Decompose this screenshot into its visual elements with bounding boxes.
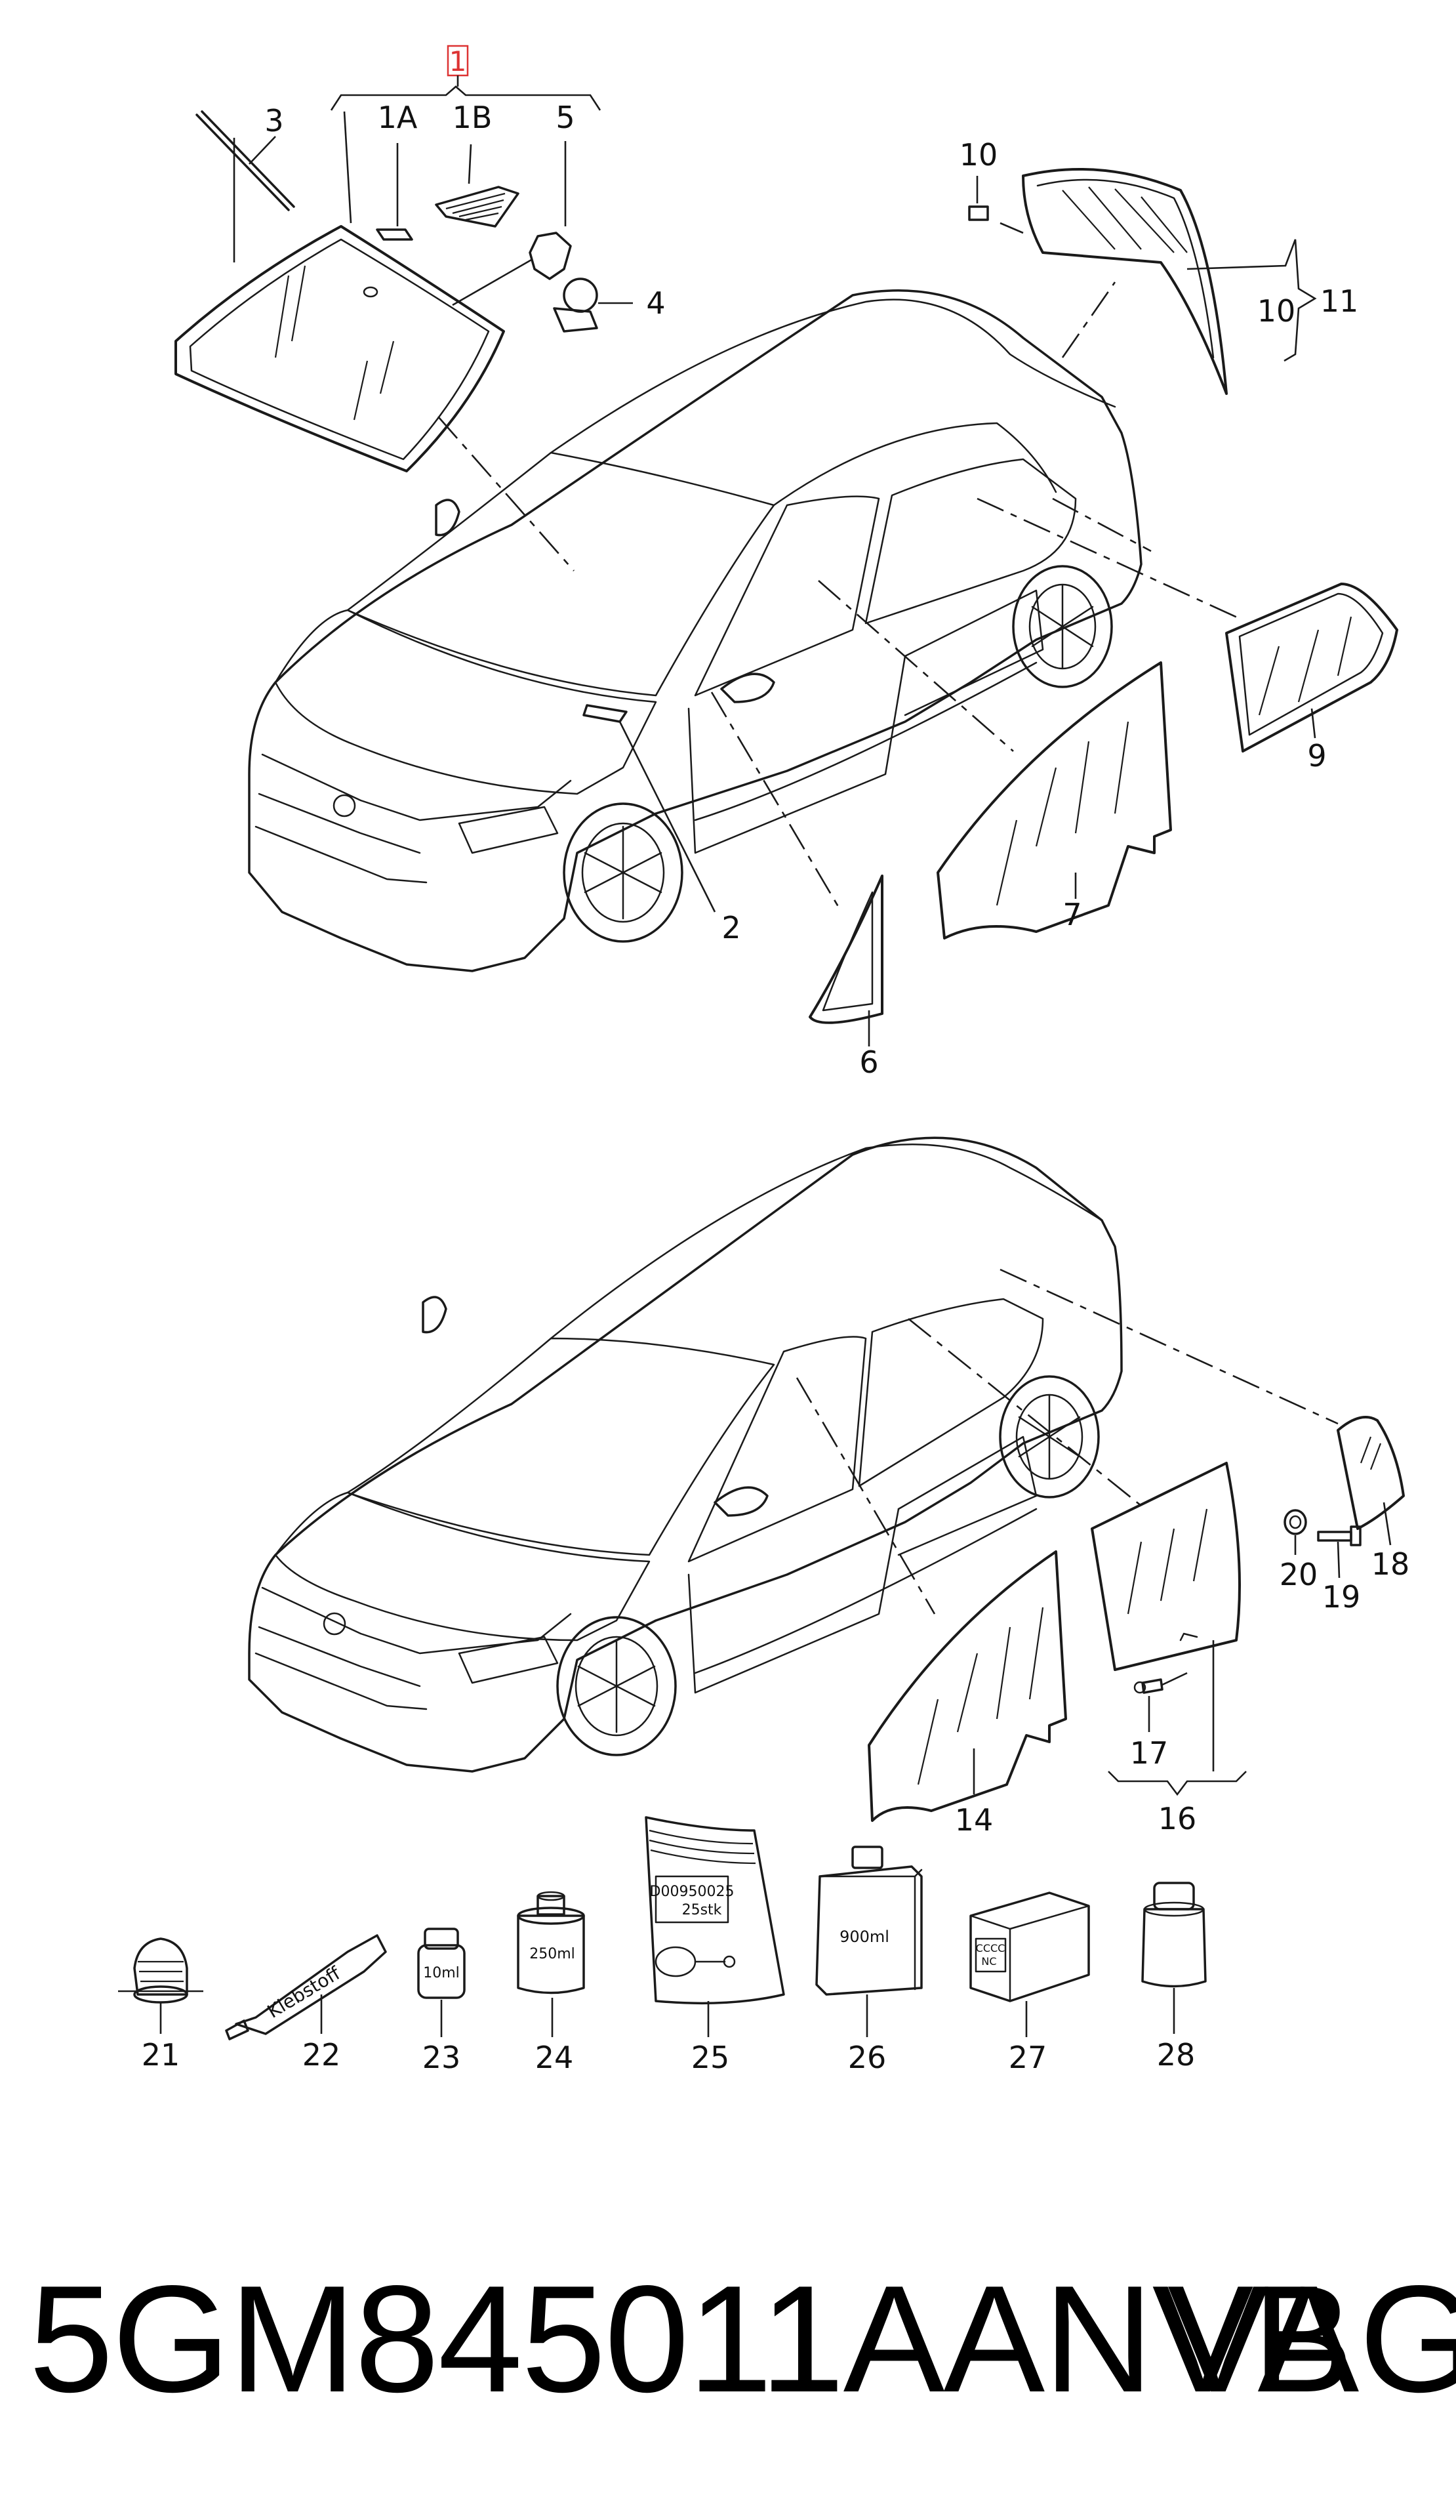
callout-10a: 10 (960, 137, 998, 173)
callout-5: 5 (556, 100, 575, 135)
callout-28: 28 (1157, 2037, 1196, 2073)
callout-2: 2 (721, 910, 740, 945)
rear-window (1022, 167, 1228, 395)
callout-18: 18 (1371, 1546, 1410, 1582)
callout-21: 21 (142, 2037, 180, 2073)
callout-26: 26 (848, 2040, 887, 2075)
box-27: CCCC NC 27 (969, 1891, 1090, 2075)
callout-20: 20 (1280, 1557, 1318, 1592)
callout-10b: 10 (1257, 293, 1296, 329)
callout-4: 4 (646, 285, 665, 321)
callout-6: 6 (859, 1044, 878, 1080)
callout-27: 27 (1009, 2040, 1047, 2075)
callout-23: 23 (422, 2040, 461, 2075)
callout-22: 22 (302, 2037, 341, 2073)
top-car-callouts: 2 6 7 9 (618, 497, 1398, 1080)
jar-28: 28 (1141, 1882, 1207, 2073)
box-label-line1: CCCC (976, 1942, 1005, 1954)
car-top-view (248, 289, 1143, 972)
callout-3: 3 (264, 103, 283, 138)
windscreen (174, 225, 505, 472)
callout-1B: 1B (453, 100, 493, 135)
callout-24: 24 (535, 2040, 574, 2075)
brand-label: VAG (1167, 2254, 1456, 2424)
car-bottom-view (248, 1136, 1123, 1773)
vial-23: 10ml 23 (417, 1928, 466, 2075)
quarter-glass-front (809, 875, 883, 1024)
rear-quarter-glass-bottom (1337, 1416, 1405, 1530)
bottle-label: 900ml (839, 1928, 889, 1946)
bottom-car-callouts: 14 16 17 18 19 20 (796, 1268, 1410, 1838)
bag-25: D00950025 25stk 25 (645, 1816, 785, 2075)
group-label: 1 (449, 45, 467, 77)
rear-window-group: 10 10 11 (960, 137, 1359, 395)
callout-19: 19 (1322, 1579, 1361, 1615)
callout-1A: 1A (378, 100, 418, 135)
callout-17: 17 (1130, 1735, 1169, 1771)
bag-label-line2: 25stk (682, 1902, 722, 1918)
callout-7: 7 (1062, 897, 1082, 932)
rear-door-glass (1091, 1462, 1241, 1671)
bottle-26: 900ml 26 (815, 1846, 923, 2075)
front-door-glass (937, 661, 1172, 940)
callout-9: 9 (1307, 738, 1326, 774)
callout-16: 16 (1158, 1801, 1197, 1836)
spacer-21: 21 (118, 1937, 203, 2073)
part-number: 5GM845011AANVB (29, 2254, 1354, 2424)
tube-22: Klebstoff 22 (225, 1934, 387, 2073)
box-label-line2: NC (981, 1955, 996, 1968)
windscreen-group: 1 3 1A 1B 5 (174, 45, 666, 571)
front-door-glass-bottom (868, 1550, 1067, 1822)
callout-14: 14 (955, 1802, 994, 1838)
parts-diagram: 1 3 1A 1B 5 (118, 45, 1410, 2075)
can-label: 250ml (529, 1946, 575, 1962)
callout-25: 25 (691, 2040, 730, 2075)
bag-label-line1: D00950025 (650, 1884, 735, 1900)
can-24: 250ml 24 (517, 1891, 585, 2075)
accessories-row: 21 Klebstoff 22 10ml 23 250ml 24 (118, 1816, 1207, 2075)
rear-quarter-glass (1225, 583, 1398, 753)
vial-label: 10ml (423, 1965, 460, 1981)
callout-11: 11 (1320, 283, 1359, 319)
